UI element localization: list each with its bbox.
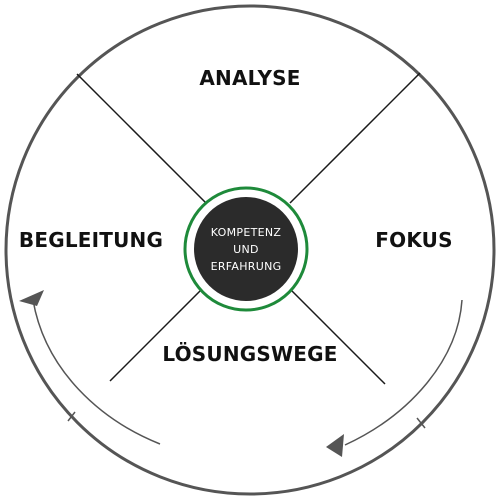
center-text-line3: ERFAHRUNG xyxy=(211,260,282,273)
cycle-arrow-right-head-icon xyxy=(326,434,344,457)
cycle-arrow-right-tick xyxy=(416,417,426,429)
center-text-line1: KOMPETENZ xyxy=(211,226,282,239)
divider-top-right xyxy=(289,72,421,204)
center-text-line2: UND xyxy=(233,243,259,256)
cycle-arrow-left-path xyxy=(32,299,161,445)
center-core xyxy=(194,197,298,301)
cycle-arrow-left-head-icon xyxy=(19,290,44,306)
sector-label-analyse: ANALYSE xyxy=(199,66,300,90)
sector-label-loesungswege: LÖSUNGSWEGE xyxy=(162,342,337,366)
cycle-arrow-left-tick xyxy=(67,411,76,422)
sector-label-begleitung: BEGLEITUNG xyxy=(19,228,163,252)
divider-bottom-left xyxy=(109,280,211,382)
cycle-arrow-right-path xyxy=(344,299,463,446)
sector-label-fokus: FOKUS xyxy=(375,228,452,252)
divider-bottom-right xyxy=(284,283,386,385)
divider-top-left xyxy=(76,73,211,208)
